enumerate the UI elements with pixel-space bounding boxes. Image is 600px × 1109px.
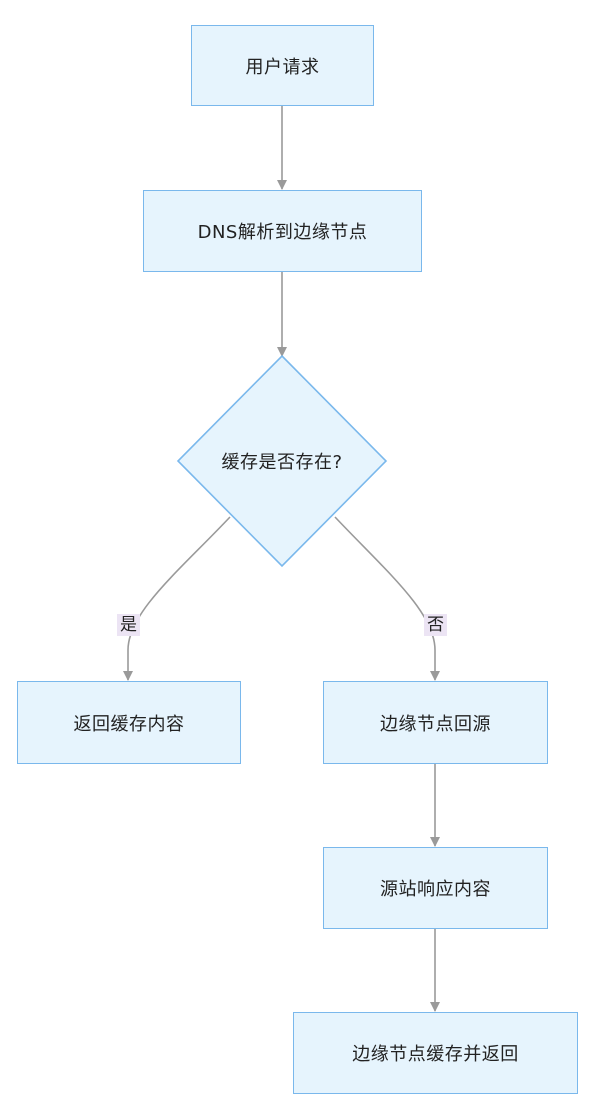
node-return-cached: 返回缓存内容 [17,681,241,764]
edge-label-yes: 是 [117,614,140,636]
node-user-request: 用户请求 [191,25,374,106]
node-dns-resolve-label: DNS解析到边缘节点 [197,222,368,243]
node-fetch-origin: 边缘节点回源 [323,681,548,764]
node-origin-response-label: 源站响应内容 [380,879,491,900]
node-return-cached-label: 返回缓存内容 [73,713,185,735]
edge-decision-to-return-cached [123,516,231,681]
edge-decision-to-fetch-origin [334,516,440,681]
node-cache-exists-label: 缓存是否存在? [221,452,343,473]
node-fetch-origin-label: 边缘节点回源 [380,713,491,735]
decision-diamond [176,354,388,568]
edge-label-no: 否 [424,614,447,636]
node-cache-and-return: 边缘节点缓存并返回 [293,1012,578,1094]
node-user-request-label: 用户请求 [245,56,320,78]
node-origin-response: 源站响应内容 [323,847,548,929]
node-dns-resolve: DNS解析到边缘节点 [143,190,422,272]
node-cache-and-return-label: 边缘节点缓存并返回 [352,1044,519,1065]
node-cache-exists: 缓存是否存在? [182,441,382,481]
